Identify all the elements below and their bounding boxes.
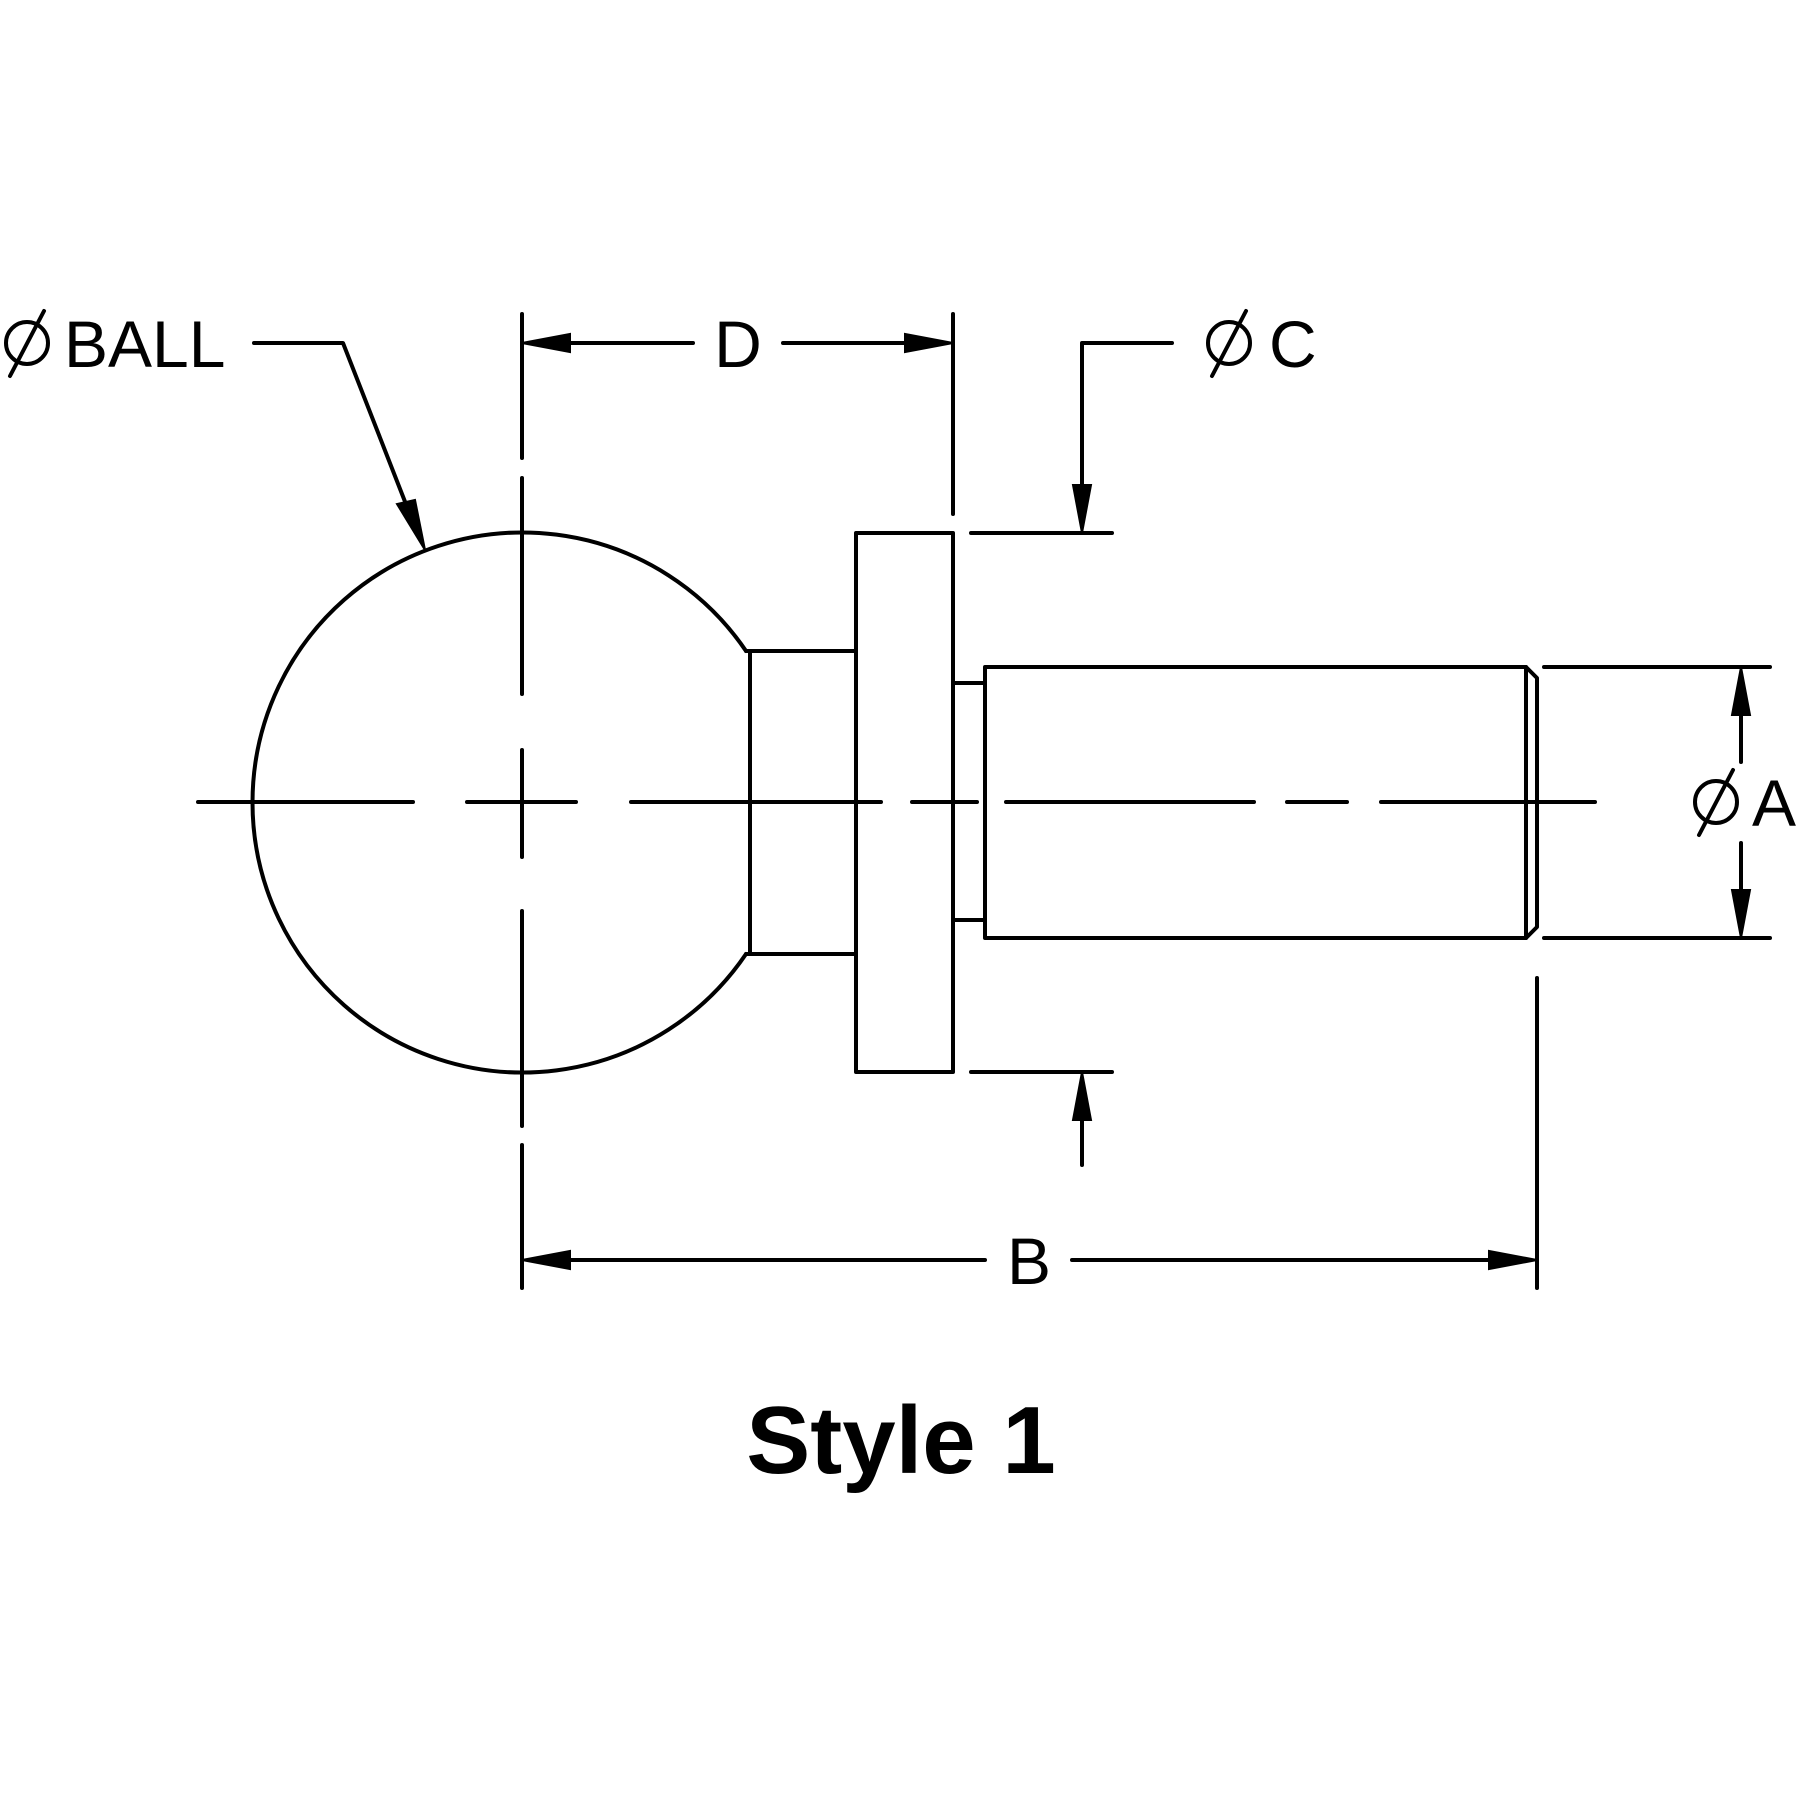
arrowhead	[904, 332, 954, 354]
ball-leader-line	[252, 341, 413, 519]
dimension-d: D	[521, 307, 954, 381]
dim-c-label: C	[1269, 307, 1317, 381]
flange-outline	[854, 531, 955, 1074]
dim-b-label: B	[1007, 1224, 1051, 1298]
arrowhead	[1071, 1071, 1093, 1121]
arrowhead	[1071, 484, 1093, 534]
dim-a-label: A	[1752, 766, 1796, 840]
arrowhead	[1730, 666, 1752, 716]
arrowhead	[395, 498, 426, 551]
part-outline	[250, 530, 1539, 1075]
ball-outline	[250, 530, 748, 1075]
dim-d-label: D	[714, 307, 762, 381]
dimension-c: C	[1071, 307, 1317, 1167]
ball-diameter-label: BALL	[64, 307, 225, 381]
extension-lines	[520, 312, 1772, 1290]
c-leader-line	[1080, 341, 1174, 487]
arrowhead	[521, 1249, 571, 1271]
diameter-symbol-icon	[4, 309, 50, 378]
dimension-b: B	[521, 1224, 1538, 1298]
dimension-a: A	[1693, 666, 1796, 939]
drawing-caption: Style 1	[746, 1387, 1056, 1494]
diameter-symbol-icon	[1206, 309, 1252, 378]
arrowhead	[1488, 1249, 1538, 1271]
arrowhead	[1730, 889, 1752, 939]
ball-diameter-callout: BALL	[4, 307, 426, 551]
diameter-symbol-icon	[1693, 768, 1739, 837]
arrowhead	[521, 332, 571, 354]
centerlines	[196, 476, 1597, 1128]
